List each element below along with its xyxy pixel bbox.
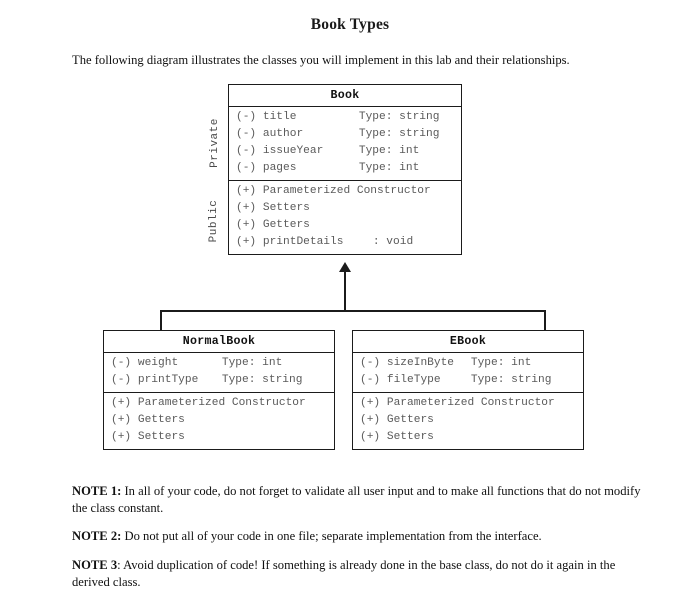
method-name: Getters — [137, 414, 185, 427]
note-label: NOTE 3 — [72, 558, 118, 573]
method-name: Parameterized Constructor — [386, 397, 555, 410]
attribute-name: title — [262, 111, 297, 123]
method-return-type: : void — [372, 236, 414, 249]
class-name-normalbook: NormalBook — [104, 331, 334, 353]
visibility-marker: (+) — [236, 236, 257, 249]
method-name: printDetails — [262, 236, 344, 249]
note-text: Do not put all of your code in one file;… — [121, 529, 542, 544]
attribute-row: (-) pages Type: int — [229, 160, 461, 177]
visibility-marker: (+) — [360, 397, 381, 410]
visibility-marker: (+) — [236, 202, 257, 215]
method-name: Parameterized Constructor — [262, 185, 431, 198]
attribute-row: (-) weight Type: int — [104, 355, 334, 372]
method-name: Setters — [386, 431, 434, 444]
visibility-marker: (-) — [236, 111, 257, 123]
visibility-marker: (+) — [111, 431, 132, 444]
method-row: (+) Getters — [104, 412, 334, 429]
public-section-label: Public — [208, 199, 220, 243]
visibility-marker: (-) — [360, 357, 381, 369]
attribute-name: printType — [137, 374, 199, 387]
class-name-ebook: EBook — [353, 331, 583, 353]
page-title: Book Types — [310, 16, 390, 33]
note-label: NOTE 2: — [72, 529, 122, 544]
attribute-type: Type: string — [221, 374, 303, 387]
connector-horizontal-bar — [160, 310, 546, 313]
note-item: NOTE 3: Avoid duplication of code! If so… — [72, 557, 644, 590]
method-row: (+) Setters — [353, 429, 583, 446]
method-name: Getters — [386, 414, 434, 427]
attribute-name: author — [262, 128, 304, 141]
inheritance-arrowhead-icon — [339, 262, 351, 272]
visibility-marker: (+) — [360, 414, 381, 427]
attribute-row: (-) printType Type: string — [104, 372, 334, 389]
note-item: NOTE 2: Do not put all of your code in o… — [72, 528, 644, 545]
visibility-marker: (+) — [111, 414, 132, 427]
private-section-label: Private — [209, 118, 221, 168]
note-item: NOTE 1: In all of your code, do not forg… — [72, 483, 644, 516]
attribute-name: weight — [137, 357, 179, 369]
attribute-type: Type: int — [358, 145, 420, 158]
attribute-name: sizeInByte — [386, 357, 455, 369]
connector-branch-normalbook — [160, 310, 163, 332]
attribute-name: issueYear — [262, 145, 324, 158]
visibility-marker: (-) — [111, 374, 132, 387]
methods-compartment-ebook: (+) Parameterized Constructor (+) Getter… — [353, 393, 583, 449]
method-row: (+) Parameterized Constructor — [229, 183, 461, 200]
attribute-row: (-) title Type: string — [229, 109, 461, 126]
visibility-marker: (+) — [360, 431, 381, 444]
methods-compartment-book: (+) Parameterized Constructor (+) Setter… — [229, 181, 461, 254]
intro-paragraph: The following diagram illustrates the cl… — [72, 53, 570, 67]
attribute-row: (-) fileType Type: string — [353, 372, 583, 389]
method-row: (+) Getters — [229, 217, 461, 234]
attributes-compartment-ebook: (-) sizeInByte Type: int (-) fileType Type… — [353, 353, 583, 394]
method-row: (+) Setters — [229, 200, 461, 217]
attribute-type: Type: string — [358, 128, 440, 141]
attribute-name: pages — [262, 162, 297, 175]
note-text: : Avoid duplication of code! If somethin… — [72, 558, 616, 589]
visibility-marker: (-) — [111, 357, 132, 369]
method-row: (+) Parameterized Constructor — [353, 395, 583, 412]
attribute-row: (-) author Type: string — [229, 126, 461, 143]
notes-section: NOTE 1: In all of your code, do not forg… — [72, 483, 644, 603]
attribute-type: Type: string — [358, 111, 440, 123]
visibility-marker: (+) — [236, 185, 257, 198]
note-label: NOTE 1: — [72, 484, 122, 498]
method-row: (+) printDetails : void — [229, 234, 461, 251]
method-name: Parameterized Constructor — [137, 397, 306, 410]
attribute-type: Type: int — [221, 357, 283, 369]
method-row: (+) Parameterized Constructor — [104, 395, 334, 412]
attributes-compartment-normalbook: (-) weight Type: int (-) printType Type: s… — [104, 353, 334, 394]
attribute-row: (-) issueYear Type: int — [229, 143, 461, 160]
class-box-ebook[interactable]: EBook (-) sizeInByte Type: int (-) fileTy… — [352, 330, 584, 451]
visibility-marker: (+) — [111, 397, 132, 410]
visibility-marker: (-) — [236, 145, 257, 158]
visibility-marker: (-) — [360, 374, 381, 387]
method-name: Setters — [262, 202, 310, 215]
method-name: Getters — [262, 219, 310, 232]
connector-vertical-trunk — [343, 271, 347, 312]
visibility-marker: (+) — [236, 219, 257, 232]
method-row: (+) Getters — [353, 412, 583, 429]
attribute-row: (-) sizeInByte Type: int — [353, 355, 583, 372]
visibility-marker: (-) — [236, 128, 257, 141]
connector-branch-ebook — [543, 310, 546, 332]
visibility-marker: (-) — [236, 162, 257, 175]
attribute-type: Type: int — [470, 357, 532, 369]
attribute-name: fileType — [386, 374, 441, 387]
attribute-type: Type: string — [470, 374, 552, 387]
note-text: In all of your code, do not forget to va… — [72, 484, 641, 515]
methods-compartment-normalbook: (+) Parameterized Constructor (+) Getter… — [104, 393, 334, 449]
class-box-normalbook[interactable]: NormalBook (-) weight Type: int (-) print… — [103, 330, 335, 451]
method-name: Setters — [137, 431, 185, 444]
attribute-type: Type: int — [358, 162, 420, 175]
method-row: (+) Setters — [104, 429, 334, 446]
class-name-book: Book — [229, 85, 461, 107]
